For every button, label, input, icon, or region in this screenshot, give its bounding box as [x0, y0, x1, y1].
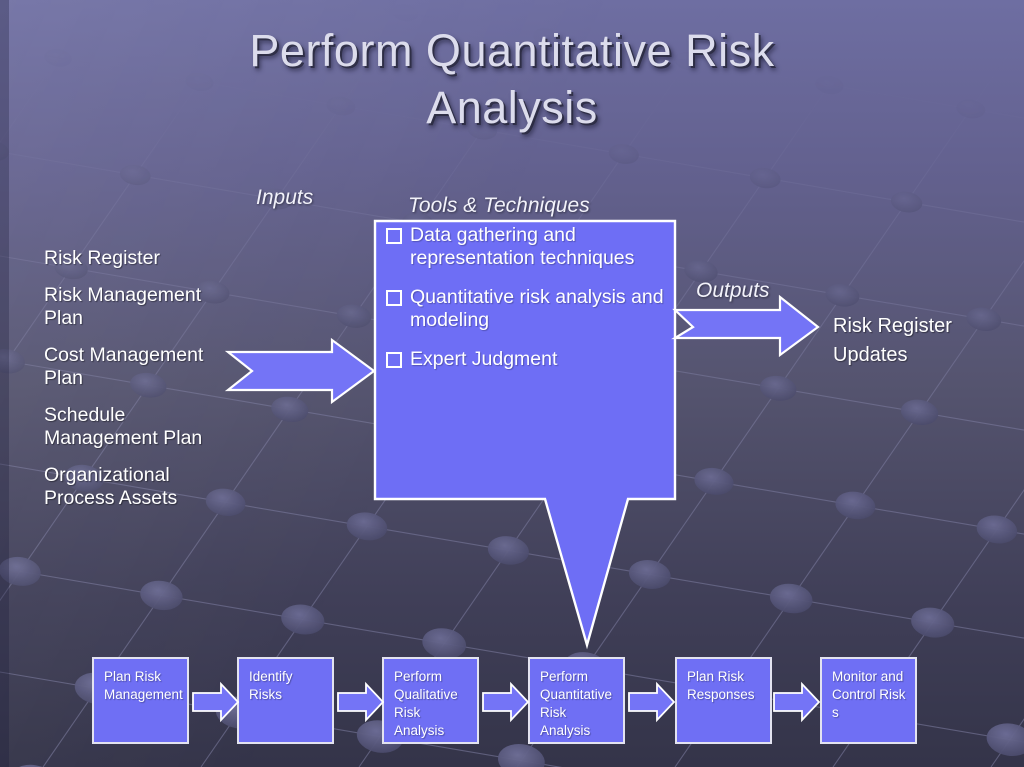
process-step-plan-risk-responses: Plan Risk Responses	[675, 657, 772, 744]
checkbox-icon	[386, 352, 402, 368]
tools-techniques-label: Tools & Techniques	[408, 194, 590, 217]
step-arrow-icon	[628, 681, 676, 723]
tool-item: Data gathering and representation techni…	[386, 224, 664, 270]
checkbox-icon	[386, 290, 402, 306]
page-title-line2: Analysis	[426, 82, 598, 133]
input-item: Organizational Process Assets	[44, 464, 178, 509]
output-item: Risk Register Updates	[833, 315, 952, 366]
outputs-arrow-icon	[671, 294, 820, 358]
left-edge-shadow	[0, 0, 9, 767]
process-step-perform-quantitative-risk-analysis: Perform Quantitative Risk Analysis	[528, 657, 625, 744]
inputs-arrow-icon	[224, 337, 376, 405]
step-arrow-icon	[337, 681, 385, 723]
checkbox-icon	[386, 228, 402, 244]
step-arrow-icon	[192, 681, 240, 723]
input-item: Cost Management Plan	[44, 344, 204, 389]
page-title-line1: Perform Quantitative Risk	[249, 25, 775, 76]
page-title: Perform Quantitative Risk Analysis	[0, 22, 1024, 136]
step-arrow-icon	[773, 681, 821, 723]
tools-callout-shape	[373, 219, 677, 650]
tool-item-label: Data gathering and representation techni…	[410, 224, 635, 269]
input-item: Risk Register	[44, 247, 160, 269]
input-item: Risk Management Plan	[44, 284, 202, 329]
process-step-plan-risk-management: Plan Risk Management	[92, 657, 189, 744]
input-item: Schedule Management Plan	[44, 404, 203, 449]
outputs-label: Outputs	[696, 279, 770, 302]
step-arrow-icon	[482, 681, 530, 723]
tool-item-label: Expert Judgment	[410, 348, 558, 370]
process-step-identify-risks: Identify Risks	[237, 657, 334, 744]
tool-item: Expert Judgment	[386, 348, 664, 371]
process-step-monitor-and-control-risks: Monitor and Control Risk s	[820, 657, 917, 744]
inputs-list: Risk Register Risk Management Plan Cost …	[44, 247, 240, 524]
inputs-label: Inputs	[256, 186, 314, 209]
tools-checklist: Data gathering and representation techni…	[386, 224, 664, 387]
tool-item-label: Quantitative risk analysis and modeling	[410, 286, 664, 331]
tool-item: Quantitative risk analysis and modeling	[386, 286, 664, 332]
process-step-perform-qualitative-risk-analysis: Perform Qualitative Risk Analysis	[382, 657, 479, 744]
